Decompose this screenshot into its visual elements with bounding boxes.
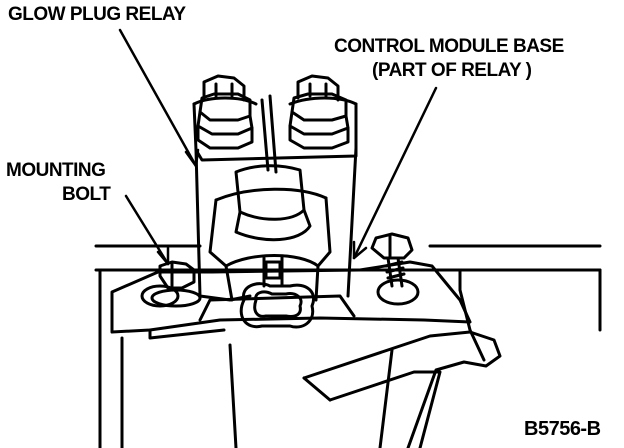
leader-control-module-base — [352, 86, 438, 260]
label-control-module-base: CONTROL MODULE BASE — [334, 36, 564, 57]
relay-body — [192, 94, 358, 302]
leader-mounting-bolt — [124, 194, 170, 266]
leader-lines — [118, 28, 438, 266]
terminal-stud-left — [196, 74, 254, 150]
label-glow-plug-relay: GLOW PLUG RELAY — [8, 4, 186, 25]
electrical-connector — [239, 254, 315, 329]
label-part-of-relay: (PART OF RELAY ) — [372, 60, 532, 81]
engine-body — [94, 244, 602, 448]
mounting-bolt — [150, 260, 202, 308]
stud-bolt-right — [370, 232, 414, 288]
terminal-stud-right — [288, 74, 350, 150]
control-module-base — [110, 260, 472, 340]
lower-bracket — [302, 330, 502, 448]
figure-code: B5756-B — [524, 418, 601, 440]
label-mounting: MOUNTING — [6, 160, 106, 181]
leader-glow-plug-relay — [118, 28, 198, 168]
label-bolt: BOLT — [62, 184, 111, 205]
